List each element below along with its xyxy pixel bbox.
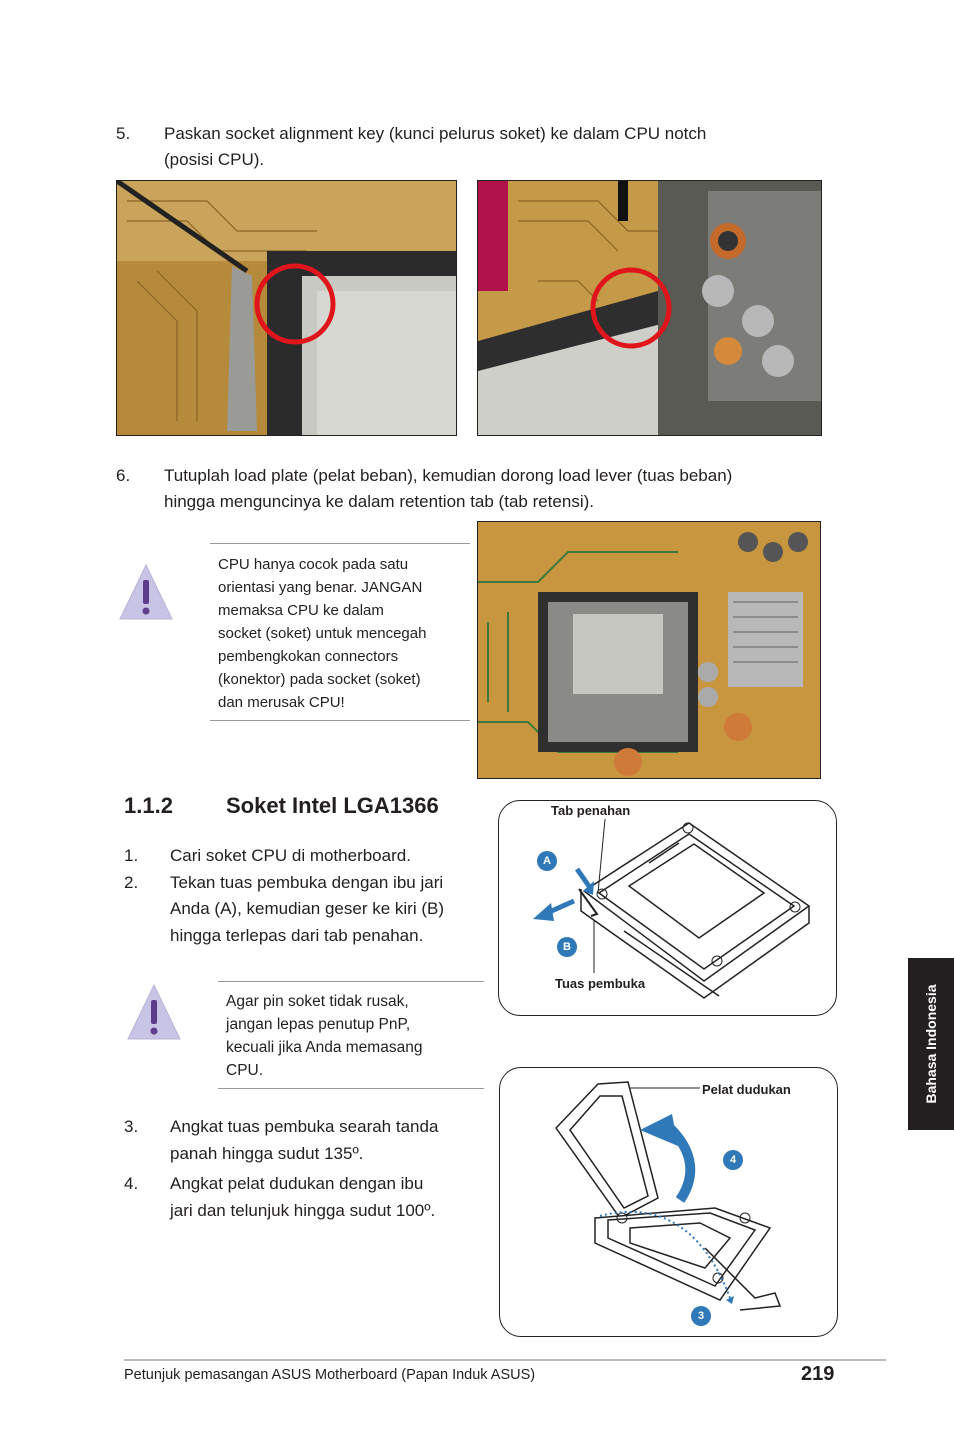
step-number: 6. — [116, 466, 131, 485]
diagram-lever-release: Tab penahan Tuas pembuka A B — [498, 800, 837, 1016]
step-text-line: Tekan tuas pembuka dengan ibu jari — [170, 873, 444, 892]
steps-list-a: 1. Cari soket CPU di motherboard. 2. Tek… — [124, 843, 484, 953]
step-number: 5. — [116, 124, 131, 143]
note-divider — [210, 720, 470, 721]
note-line: kecuali jika Anda memasang — [226, 1039, 423, 1056]
badge-4: 4 — [723, 1150, 743, 1170]
label-pelat-dudukan: Pelat dudukan — [702, 1082, 791, 1097]
diagram-load-plate-lift: Pelat dudukan 4 3 — [499, 1067, 838, 1337]
note-line: dan merusak CPU! — [218, 694, 345, 711]
note-line: memaksa CPU ke dalam — [218, 602, 384, 619]
section-heading: 1.1.2 Soket Intel LGA1366 — [124, 793, 439, 819]
note-divider — [218, 981, 484, 982]
step-text-line: Paskan socket alignment key (kunci pelur… — [164, 124, 707, 143]
note-line: jangan lepas penutup PnP, — [226, 1016, 411, 1033]
step-text-line: jari dan telunjuk hingga sudut 100º. — [170, 1201, 436, 1220]
step-text-line: Cari soket CPU di motherboard. — [170, 846, 411, 865]
note-divider — [210, 543, 470, 544]
footer-text: Petunjuk pemasangan ASUS Motherboard (Pa… — [124, 1367, 536, 1383]
footer-divider — [124, 1359, 886, 1361]
step-5: 5. Paskan socket alignment key (kunci pe… — [116, 121, 836, 173]
section-number: 1.1.2 — [124, 793, 173, 818]
step-number: 2. — [124, 873, 139, 892]
note-line: CPU. — [226, 1062, 264, 1079]
step-text-line: Tutuplah load plate (pelat beban), kemud… — [164, 466, 733, 485]
steps-list-b: 3. Angkat tuas pembuka searah tanda pana… — [124, 1114, 484, 1224]
section-title: Soket Intel LGA1366 — [226, 793, 439, 818]
note-line: (konektor) pada socket (soket) — [218, 671, 421, 688]
step-text-line: Angkat tuas pembuka searah tanda — [170, 1117, 439, 1136]
note-divider — [218, 1088, 484, 1089]
badge-3: 3 — [691, 1306, 711, 1326]
step-text-line: Angkat pelat dudukan dengan ibu — [170, 1174, 424, 1193]
side-tab-label: Bahasa Indonesia — [923, 984, 939, 1104]
note-line: orientasi yang benar. JANGAN — [218, 579, 423, 596]
badge-a: A — [537, 851, 557, 871]
warning-triangle-icon — [118, 562, 174, 622]
caution-note-2: Agar pin soket tidak rusak, jangan lepas… — [226, 990, 484, 1082]
step-text: Paskan socket alignment key (kunci pelur… — [164, 121, 706, 173]
label-tab-penahan: Tab penahan — [551, 803, 631, 818]
note-line: Agar pin soket tidak rusak, — [226, 993, 409, 1010]
note-line: socket (soket) untuk mencegah — [218, 625, 427, 642]
step-number: 1. — [124, 846, 139, 865]
step-6: 6. Tutuplah load plate (pelat beban), ke… — [116, 463, 836, 515]
page-number: 219 — [801, 1363, 835, 1385]
side-tab: Bahasa Indonesia — [908, 958, 954, 1130]
badge-b: B — [557, 937, 577, 957]
step-number: 4. — [124, 1174, 139, 1193]
note-line: CPU hanya cocok pada satu — [218, 556, 409, 573]
caution-note-1: CPU hanya cocok pada satu orientasi yang… — [218, 553, 468, 714]
photo-socket-alignment-left — [116, 180, 457, 436]
step-text-line: hingga terlepas dari tab penahan. — [170, 926, 424, 945]
step-text-line: hingga menguncinya ke dalam retention ta… — [164, 492, 594, 511]
note-line: pembengkokan connectors — [218, 648, 399, 665]
step-number: 3. — [124, 1117, 139, 1136]
step-text: Tutuplah load plate (pelat beban), kemud… — [164, 463, 732, 515]
label-tuas-pembuka: Tuas pembuka — [555, 976, 646, 991]
photo-socket-closed — [477, 521, 821, 779]
step-text-line: panah hingga sudut 135º. — [170, 1144, 364, 1163]
step-text-line: Anda (A), kemudian geser ke kiri (B) — [170, 899, 444, 918]
step-text-line: (posisi CPU). — [164, 150, 265, 169]
warning-triangle-icon — [126, 982, 182, 1042]
photo-socket-alignment-right — [477, 180, 822, 436]
